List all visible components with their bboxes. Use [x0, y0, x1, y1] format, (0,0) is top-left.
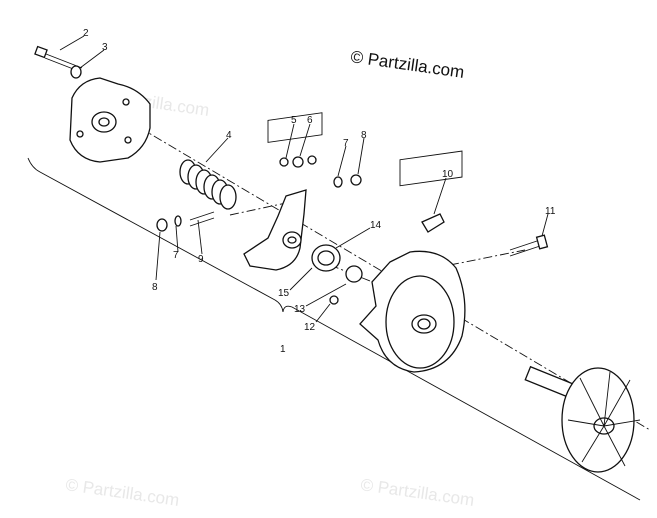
nut-part [329, 295, 339, 305]
cover-part [69, 77, 151, 163]
watermark-faint: © Partzilla.com [64, 475, 180, 510]
pin-part [156, 211, 215, 232]
clip-part [399, 150, 463, 233]
callout-1: 1 [280, 344, 286, 355]
axis-line [329, 264, 381, 286]
sheave-part [359, 250, 466, 373]
spacer-part [345, 265, 363, 283]
callout-5: 5 [291, 115, 297, 126]
callout-8: 8 [361, 130, 367, 141]
spring-part [179, 159, 237, 210]
callout-12: 12 [304, 322, 316, 333]
washer-part [333, 176, 343, 188]
callout-2: 2 [83, 28, 89, 39]
callout-4: 4 [226, 130, 232, 141]
leader-lines [59, 35, 549, 323]
callout-7: 7 [173, 250, 179, 261]
axis-line [109, 109, 651, 431]
washer-part [70, 65, 82, 79]
callout-6: 6 [307, 115, 313, 126]
callout-14: 14 [370, 220, 382, 231]
axis-line [449, 249, 526, 266]
watermark-faint: © Partzilla.com [359, 475, 475, 510]
callout-9: 9 [198, 254, 204, 265]
watermark: © Partzilla.com [349, 47, 465, 82]
bolt-part [509, 234, 549, 257]
fan-sheave-part [524, 365, 641, 473]
callout-10: 10 [442, 169, 454, 180]
callout-7: 7 [343, 138, 349, 149]
callout-11: 11 [545, 206, 556, 217]
callout-13: 13 [294, 304, 306, 315]
arm-bracket-part [243, 189, 307, 271]
callout-3: 3 [102, 42, 108, 53]
assembly-bracket [27, 157, 641, 501]
bushing-part [311, 244, 341, 272]
rollers-part [267, 112, 323, 168]
callout-8: 8 [152, 282, 158, 293]
callout-15: 15 [278, 288, 290, 299]
cap-part [350, 174, 362, 186]
